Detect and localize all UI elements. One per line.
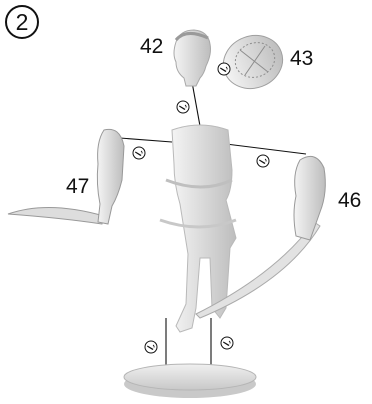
glue-drop-icon xyxy=(218,63,230,75)
glue-drop-icon xyxy=(221,337,233,349)
part-label-head: 42 xyxy=(140,36,163,57)
base-part xyxy=(124,364,256,398)
shield-part xyxy=(216,27,290,96)
head-part xyxy=(174,30,211,86)
part-label-shield: 43 xyxy=(290,48,313,69)
glue-drop-icon xyxy=(133,147,145,159)
part-label-right-arm: 46 xyxy=(338,190,361,211)
glue-drop-icon xyxy=(257,155,269,167)
part-label-left-arm: 47 xyxy=(66,176,89,197)
glue-drop-icon xyxy=(177,101,189,113)
glue-drop-icon xyxy=(145,341,157,353)
